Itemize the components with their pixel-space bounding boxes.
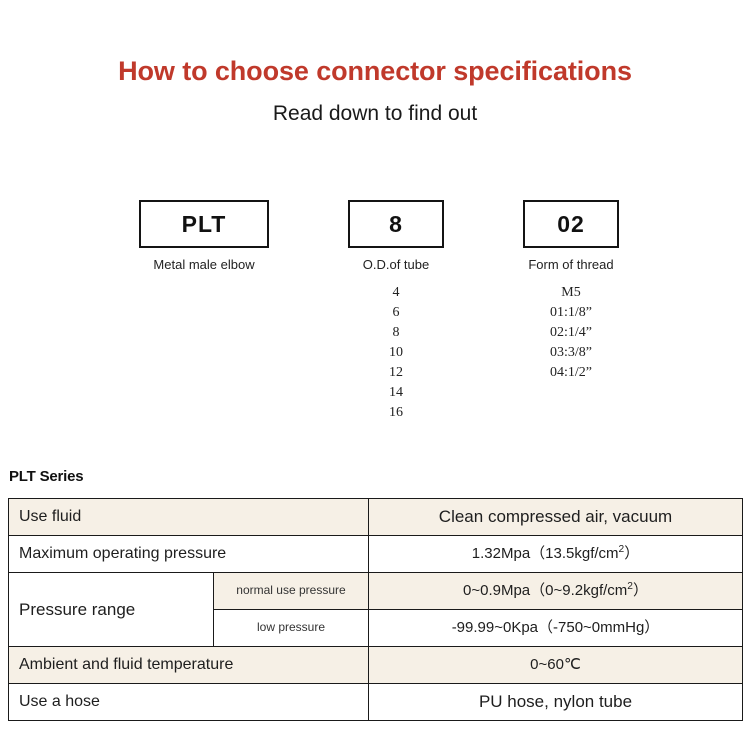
code-option-od-3: 10 — [389, 345, 403, 360]
code-caption-od: O.D.of tube — [362, 257, 430, 272]
code-group-thread: 02 Form of thread M5 01:1/8” 02:1/4” 03:3/8… — [523, 200, 619, 383]
spec-value-use-a-hose: PU hose, nylon tube — [368, 683, 743, 721]
spec-value-max-operating-pressure: 1.32Mpa（13.5kgf/cm2） — [368, 535, 743, 573]
table-row: Ambient and fluid temperature 0~60℃ — [8, 646, 743, 684]
code-box-od: 8 — [348, 200, 444, 248]
code-caption-series: Metal male elbow — [153, 257, 255, 272]
spec-value-ambient-temperature: 0~60℃ — [368, 646, 743, 684]
spec-label-use-a-hose: Use a hose — [8, 683, 369, 721]
table-row: Use fluid Clean compressed air, vacuum — [8, 498, 743, 536]
code-option-od-4: 12 — [389, 365, 403, 380]
spec-label-max-operating-pressure: Maximum operating pressure — [8, 535, 369, 573]
spec-label-ambient-temperature: Ambient and fluid temperature — [8, 646, 369, 684]
code-box-thread: 02 — [523, 200, 619, 248]
code-option-od-2: 8 — [392, 325, 400, 340]
page-title: How to choose connector specifications — [118, 56, 632, 86]
spec-sublabel-low-pressure: low pressure — [213, 609, 369, 647]
code-option-thread-4: 04:1/2” — [550, 365, 592, 380]
code-option-od-5: 14 — [389, 385, 403, 400]
code-group-od: 8 O.D.of tube 4 6 8 10 12 14 16 — [348, 200, 444, 423]
spec-table: Use fluid Clean compressed air, vacuum M… — [8, 498, 743, 721]
code-option-thread-1: 01:1/8” — [550, 305, 592, 320]
code-option-thread-3: 03:3/8” — [550, 345, 592, 360]
code-option-od-6: 16 — [389, 405, 403, 420]
code-option-od-0: 4 — [392, 285, 400, 300]
table-row: low pressure -99.99~0Kpa（-750~0mmHg） — [9, 609, 743, 647]
spec-section-title: PLT Series — [9, 468, 84, 485]
table-row: Use a hose PU hose, nylon tube — [8, 683, 743, 721]
spec-value-low-pressure: -99.99~0Kpa（-750~0mmHg） — [368, 609, 743, 647]
code-option-od-1: 6 — [392, 305, 400, 320]
spec-sublabel-normal-use-pressure: normal use pressure — [213, 572, 369, 610]
code-caption-thread: Form of thread — [528, 257, 614, 272]
table-row: Pressure range normal use pressure 0~0.9… — [8, 572, 743, 647]
table-row: Maximum operating pressure 1.32Mpa（13.5k… — [8, 535, 743, 573]
code-options-od: 4 6 8 10 12 14 16 — [348, 283, 444, 423]
code-option-thread-2: 02:1/4” — [550, 325, 592, 340]
code-option-thread-0: M5 — [561, 285, 581, 300]
code-box-series: PLT — [139, 200, 269, 248]
spec-table-body: Use fluid Clean compressed air, vacuum M… — [8, 498, 743, 721]
code-group-series: PLT Metal male elbow — [139, 200, 269, 283]
spec-value-normal-use-pressure: 0~0.9Mpa（0~9.2kgf/cm2） — [368, 572, 743, 610]
page-subtitle: Read down to find out — [272, 102, 478, 125]
spec-label-use-fluid: Use fluid — [8, 498, 369, 536]
spec-label-pressure-range: Pressure range — [8, 572, 214, 647]
code-options-thread: M5 01:1/8” 02:1/4” 03:3/8” 04:1/2” — [523, 283, 619, 383]
spec-value-use-fluid: Clean compressed air, vacuum — [368, 498, 743, 536]
